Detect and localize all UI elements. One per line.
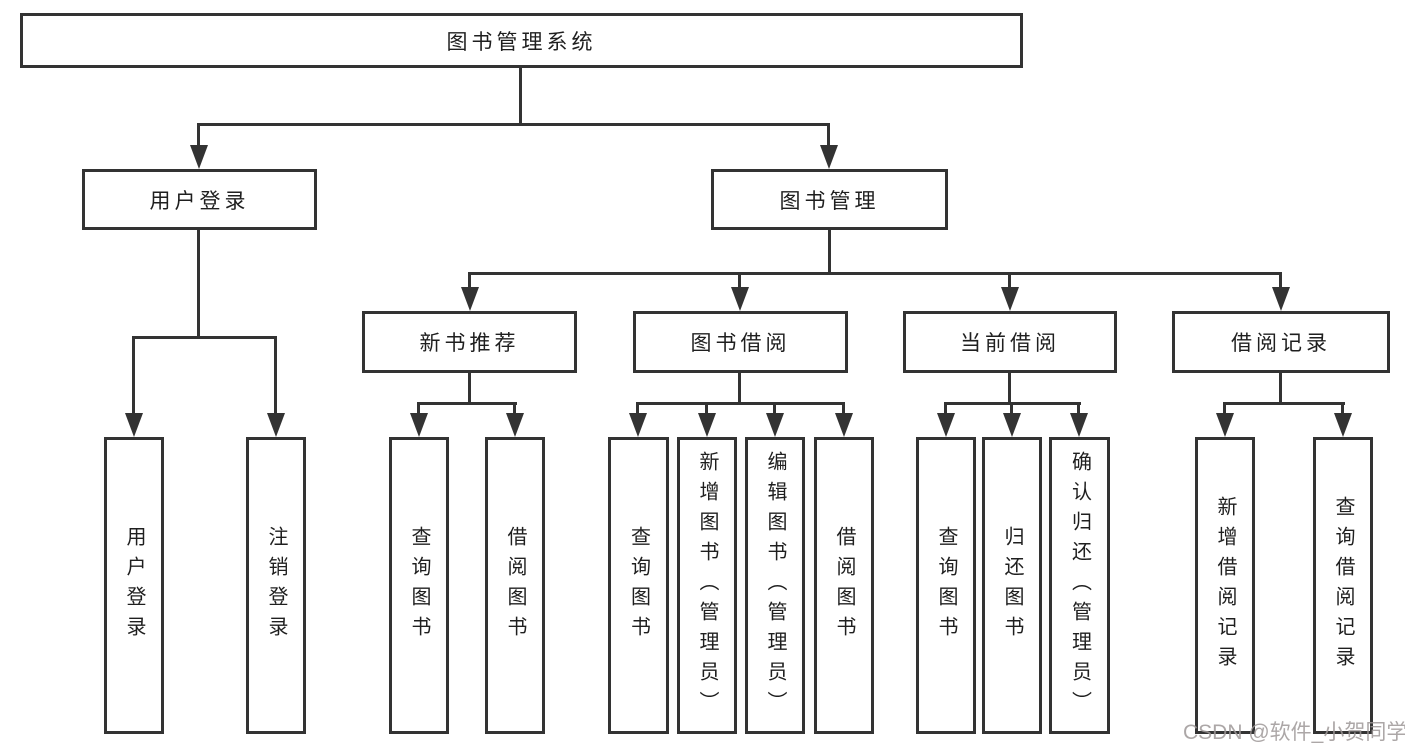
connector-line [827,123,830,149]
connector-line [197,230,200,337]
arrowhead-icon [766,413,784,437]
connector-line [1077,402,1080,420]
arrowhead-icon [190,145,208,169]
node-new-book-recommend-label: 新书推荐 [419,332,520,355]
leaf-label: 新增图书（管理员） [696,450,718,721]
connector-line [132,336,277,339]
connector-line [132,336,135,418]
connector-line [417,402,517,405]
connector-line [1279,272,1282,292]
arrowhead-icon [506,413,524,437]
leaf-add-books-admin: 新增图书（管理员） [677,437,737,734]
leaf-return-books: 归还图书 [982,437,1042,734]
arrowhead-icon [410,413,428,437]
arrowhead-icon [461,287,479,311]
connector-line [636,402,639,420]
leaf-confirm-return-admin: 确认归还（管理员） [1049,437,1110,734]
arrowhead-icon [125,413,143,437]
connector-line [738,373,741,403]
connector-line [636,402,845,405]
connector-line [513,402,516,420]
csdn-watermark: CSDN @软件_小贺同学 [1183,721,1405,744]
leaf-logout: 注销登录 [246,437,306,734]
node-user-login: 用户登录 [82,169,317,230]
arrowhead-icon [698,413,716,437]
arrowhead-icon [1334,413,1352,437]
connector-line [828,230,831,273]
connector-line [198,123,830,126]
connector-line [417,402,420,420]
node-borrowing-records-label: 借阅记录 [1231,332,1331,355]
arrowhead-icon [267,413,285,437]
leaf-add-borrow-record: 新增借阅记录 [1195,437,1255,734]
leaf-borrow-books-recommend: 借阅图书 [485,437,545,734]
leaf-query-books-borrowing: 查询图书 [608,437,669,734]
leaf-label: 查询借阅记录 [1332,495,1354,676]
arrowhead-icon [820,145,838,169]
node-book-borrowing-label: 图书借阅 [690,332,791,355]
node-root-label: 图书管理系统 [446,30,597,54]
connector-line [705,402,708,420]
leaf-label: 编辑图书（管理员） [764,450,786,721]
connector-line [1279,373,1282,403]
connector-line [842,402,845,420]
node-new-book-recommend: 新书推荐 [362,311,577,373]
node-borrowing-records: 借阅记录 [1172,311,1390,373]
node-current-borrowing-label: 当前借阅 [960,332,1060,355]
arrowhead-icon [937,413,955,437]
leaf-label: 查询图书 [627,525,650,646]
leaf-label: 查询图书 [408,525,430,646]
connector-line [469,272,1282,275]
arrowhead-icon [1003,413,1021,437]
node-book-management: 图书管理 [711,169,948,230]
leaf-edit-books-admin: 编辑图书（管理员） [745,437,805,734]
connector-line [1341,402,1344,420]
leaf-label: 新增借阅记录 [1214,495,1236,676]
leaf-query-books-current: 查询图书 [916,437,976,734]
leaf-user-login: 用户登录 [104,437,164,734]
node-user-login-label: 用户登录 [149,189,250,213]
connector-line [944,402,947,420]
leaf-borrow-books: 借阅图书 [814,437,874,734]
leaf-label: 确认归还（管理员） [1068,450,1091,721]
leaf-label: 用户登录 [123,525,145,646]
arrowhead-icon [629,413,647,437]
connector-line [197,123,200,149]
connector-line [738,272,741,292]
leaf-label: 借阅图书 [833,525,855,646]
leaf-query-borrow-record: 查询借阅记录 [1313,437,1373,734]
node-root: 图书管理系统 [20,13,1023,68]
connector-line [1223,402,1345,405]
connector-line [274,336,277,418]
arrowhead-icon [1001,287,1019,311]
leaf-label: 借阅图书 [504,525,526,646]
arrowhead-icon [731,287,749,311]
connector-line [1008,373,1011,403]
connector-line [468,373,471,403]
node-book-borrowing: 图书借阅 [633,311,848,373]
leaf-label: 注销登录 [265,525,287,646]
arrowhead-icon [1272,287,1290,311]
connector-line [1010,402,1013,420]
arrowhead-icon [1070,413,1088,437]
connector-line [519,68,522,123]
leaf-label: 查询图书 [935,525,957,646]
node-current-borrowing: 当前借阅 [903,311,1117,373]
arrowhead-icon [835,413,853,437]
connector-line [773,402,776,420]
connector-line [1223,402,1226,420]
leaf-label: 归还图书 [1001,525,1023,646]
connector-line [1008,272,1011,292]
leaf-query-books-recommend: 查询图书 [389,437,449,734]
arrowhead-icon [1216,413,1234,437]
connector-line [468,272,471,292]
node-book-management-label: 图书管理 [779,189,880,213]
